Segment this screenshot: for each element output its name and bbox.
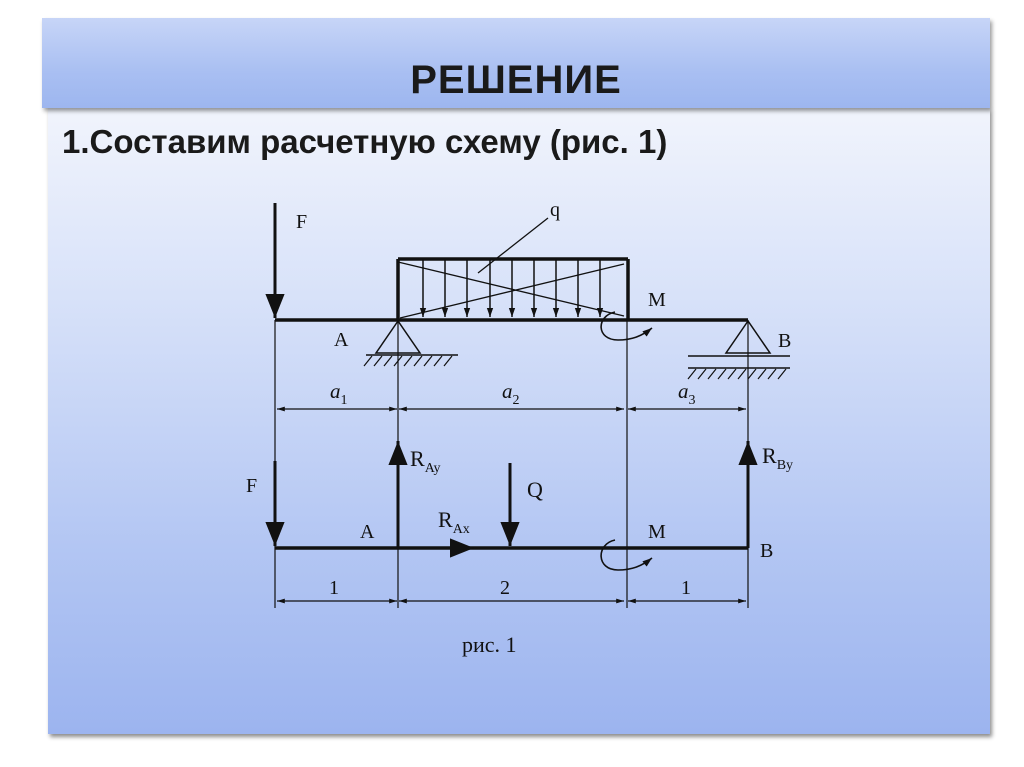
slide-title: РЕШЕНИЕ	[410, 58, 622, 102]
dim-a3-label: a3	[678, 379, 696, 408]
distributed-load-label: q	[550, 199, 560, 221]
support-a-label: A	[334, 329, 349, 351]
upper-scheme: F q	[265, 199, 791, 412]
lower-point-a-label: A	[360, 521, 375, 543]
reaction-ax-label: RAx	[438, 507, 470, 537]
upper-moment-arrow	[600, 311, 653, 341]
dim-1-label: 1	[329, 577, 339, 599]
support-b	[687, 319, 790, 380]
dim-3-label: 1	[681, 577, 691, 599]
dim-2-label: 2	[500, 577, 510, 599]
lower-point-b-label: B	[760, 540, 773, 562]
reaction-by-label: RBy	[762, 443, 793, 473]
lower-scheme: F RAy Q A RAx M RBy B	[246, 441, 793, 604]
resultant-q-label: Q	[527, 477, 543, 502]
reaction-ay-label: RAy	[410, 446, 441, 476]
dim-a2-label: a2	[502, 379, 520, 408]
step-heading: 1.Составим расчетную схему (рис. 1)	[62, 123, 668, 160]
dim-a1-label: a1	[330, 379, 348, 408]
figure-caption: рис. 1	[462, 632, 517, 657]
upper-moment-label: M	[648, 289, 666, 311]
distributed-load	[396, 217, 630, 320]
lower-moment-label: M	[648, 521, 666, 543]
support-a	[363, 319, 458, 367]
lower-moment-arrow	[600, 539, 653, 571]
title-bar: РЕШЕНИЕ	[42, 18, 990, 108]
support-b-label: B	[778, 330, 791, 352]
lower-force-f-label: F	[246, 475, 257, 497]
content-panel	[48, 108, 990, 734]
upper-force-f-label: F	[296, 211, 307, 233]
